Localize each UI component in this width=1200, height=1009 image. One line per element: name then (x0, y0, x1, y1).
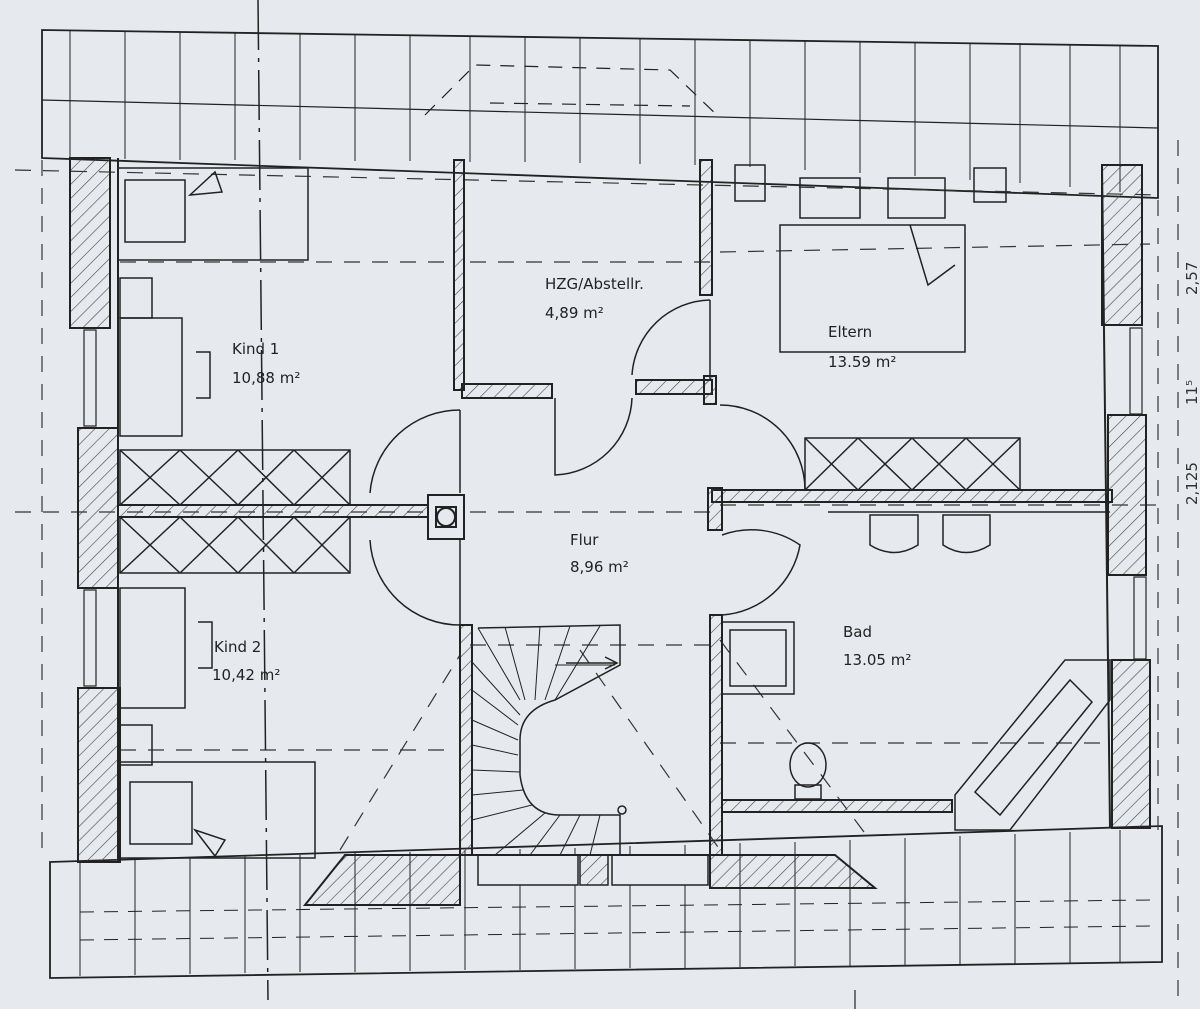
dimension-2: 11⁵ (1183, 380, 1200, 405)
furniture (117, 164, 1111, 859)
flur-name: Flur (570, 531, 599, 549)
kind2-name: Kind 2 (214, 638, 261, 656)
hzg-name: HZG/Abstellr. (545, 275, 644, 293)
hzg-label: HZG/Abstellr. 4,89 m² (545, 275, 644, 322)
eltern-area: 13.59 m² (828, 353, 896, 371)
interior-walls (117, 159, 1113, 856)
wardrobes (119, 437, 1021, 574)
kind2-label: Kind 2 10,42 m² (198, 621, 280, 684)
kind2-area: 10,42 m² (212, 666, 280, 684)
eltern-name: Eltern (828, 323, 872, 341)
kind1-name: Kind 1 (232, 340, 279, 358)
eltern-label: Eltern 13.59 m² (828, 323, 896, 371)
outer-walls (69, 157, 1151, 906)
bad-name: Bad (843, 623, 872, 641)
bad-label: Bad 13.05 m² (843, 623, 911, 669)
dimension-3: 2,125 (1183, 462, 1200, 505)
hzg-area: 4,89 m² (545, 304, 604, 322)
roof-top (41, 29, 1159, 199)
kind1-label: Kind 1 10,88 m² (196, 340, 300, 399)
flur-label: Flur 8,96 m² (570, 531, 629, 576)
kind1-area: 10,88 m² (232, 369, 300, 387)
dimension-1: 2,57 (1183, 262, 1200, 295)
bad-area: 13.05 m² (843, 651, 911, 669)
doors (369, 299, 806, 626)
flur-area: 8,96 m² (570, 558, 629, 576)
